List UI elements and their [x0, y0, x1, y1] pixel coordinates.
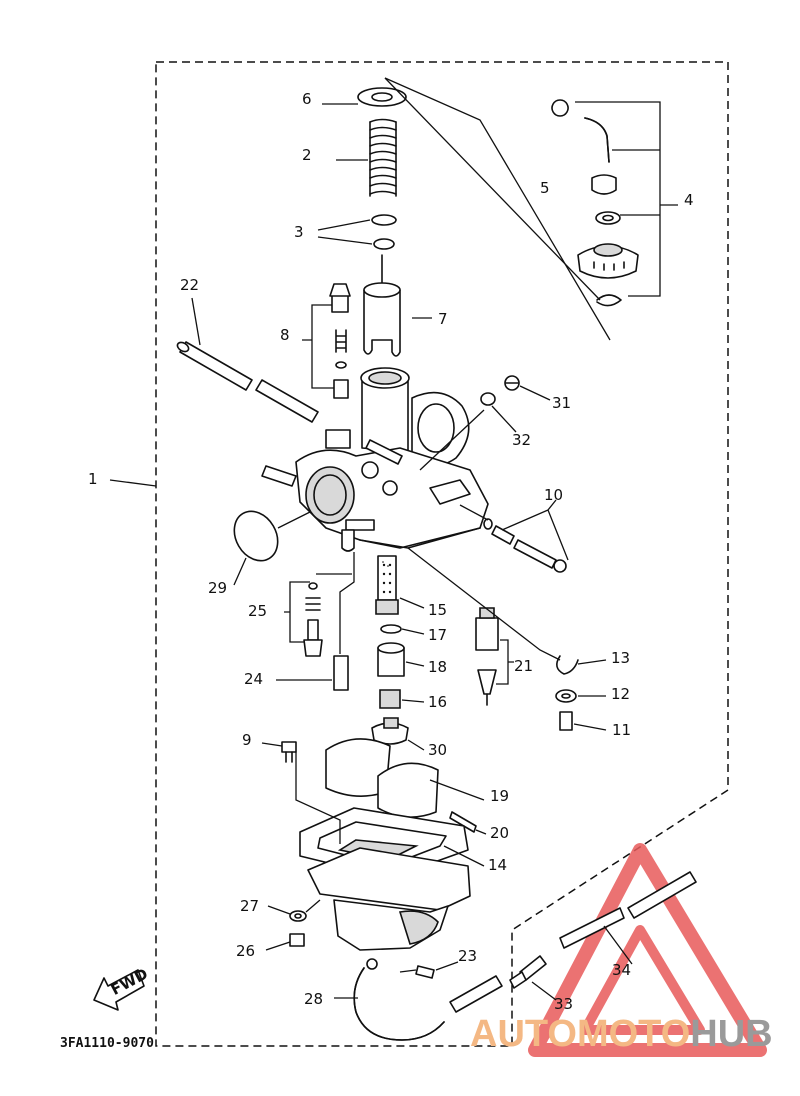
label-16: 16 [428, 693, 447, 711]
fitting-tubes-33-34 [509, 871, 697, 1001]
label-33: 33 [554, 995, 573, 1013]
label-23: 23 [458, 947, 477, 965]
carburetor-body [261, 367, 489, 552]
float-assembly [325, 738, 487, 835]
label-24: 24 [244, 670, 263, 688]
label-9: 9 [242, 731, 252, 749]
label-20: 20 [490, 824, 509, 842]
watermark-logo [528, 843, 767, 1057]
float-chamber [295, 752, 485, 970]
label-12: 12 [611, 685, 630, 703]
watermark-text: AUTOMOTOHUB [470, 1013, 773, 1055]
label-6: 6 [302, 90, 312, 108]
label-29: 29 [208, 579, 227, 597]
label-7: 7 [438, 310, 448, 328]
label-30: 30 [428, 741, 447, 759]
small-screws [261, 741, 459, 979]
throttle-spring [369, 118, 397, 197]
watermark-triangle-inner [580, 925, 705, 1035]
label-32: 32 [512, 431, 531, 449]
label-8: 8 [280, 326, 290, 344]
drain-hose [334, 967, 503, 1041]
label-18: 18 [428, 658, 447, 676]
label-25: 25 [248, 602, 267, 620]
o-ring-29 [233, 510, 311, 586]
needle-valve-21 [475, 607, 514, 706]
screws-31-32 [419, 375, 551, 471]
label-22: 22 [180, 276, 199, 294]
label-1: 1 [88, 470, 98, 488]
fwd-arrow-icon: FWD [93, 965, 151, 1011]
jets-24-25 [276, 552, 355, 691]
label-34: 34 [612, 961, 631, 979]
jet-parts-8 [302, 283, 351, 399]
label-14: 14 [488, 856, 507, 874]
label-2: 2 [302, 146, 312, 164]
label-28: 28 [304, 990, 323, 1008]
drawing-code: 3FA1110-9070 [60, 1036, 154, 1051]
label-17: 17 [428, 626, 447, 644]
watermark-triangle-outer [528, 843, 767, 1057]
label-10: 10 [544, 486, 563, 504]
label-11: 11 [612, 721, 631, 739]
slide-spring-stack [317, 77, 611, 357]
watermark-prefix: AUTOMOTO [470, 1013, 690, 1055]
label-13: 13 [611, 649, 630, 667]
label-21: 21 [514, 657, 533, 675]
label-26: 26 [236, 942, 255, 960]
tube-22 [176, 297, 319, 423]
assembly-boundary-dashed [155, 61, 729, 1047]
label-4: 4 [684, 191, 694, 209]
leader-1 [109, 479, 157, 487]
main-jet-column [371, 555, 425, 751]
cap-assembly [551, 99, 678, 307]
screws-10 [459, 499, 569, 573]
label-3: 3 [294, 223, 304, 241]
label-27: 27 [240, 897, 259, 915]
label-15: 15 [428, 601, 447, 619]
label-5: 5 [540, 179, 550, 197]
part-labels: 1234567891011121314151617181920212223242… [88, 90, 694, 1013]
label-31: 31 [552, 394, 571, 412]
watermark-suffix: HUB [690, 1013, 772, 1055]
parts-11-12-13 [407, 547, 607, 731]
label-19: 19 [490, 787, 509, 805]
